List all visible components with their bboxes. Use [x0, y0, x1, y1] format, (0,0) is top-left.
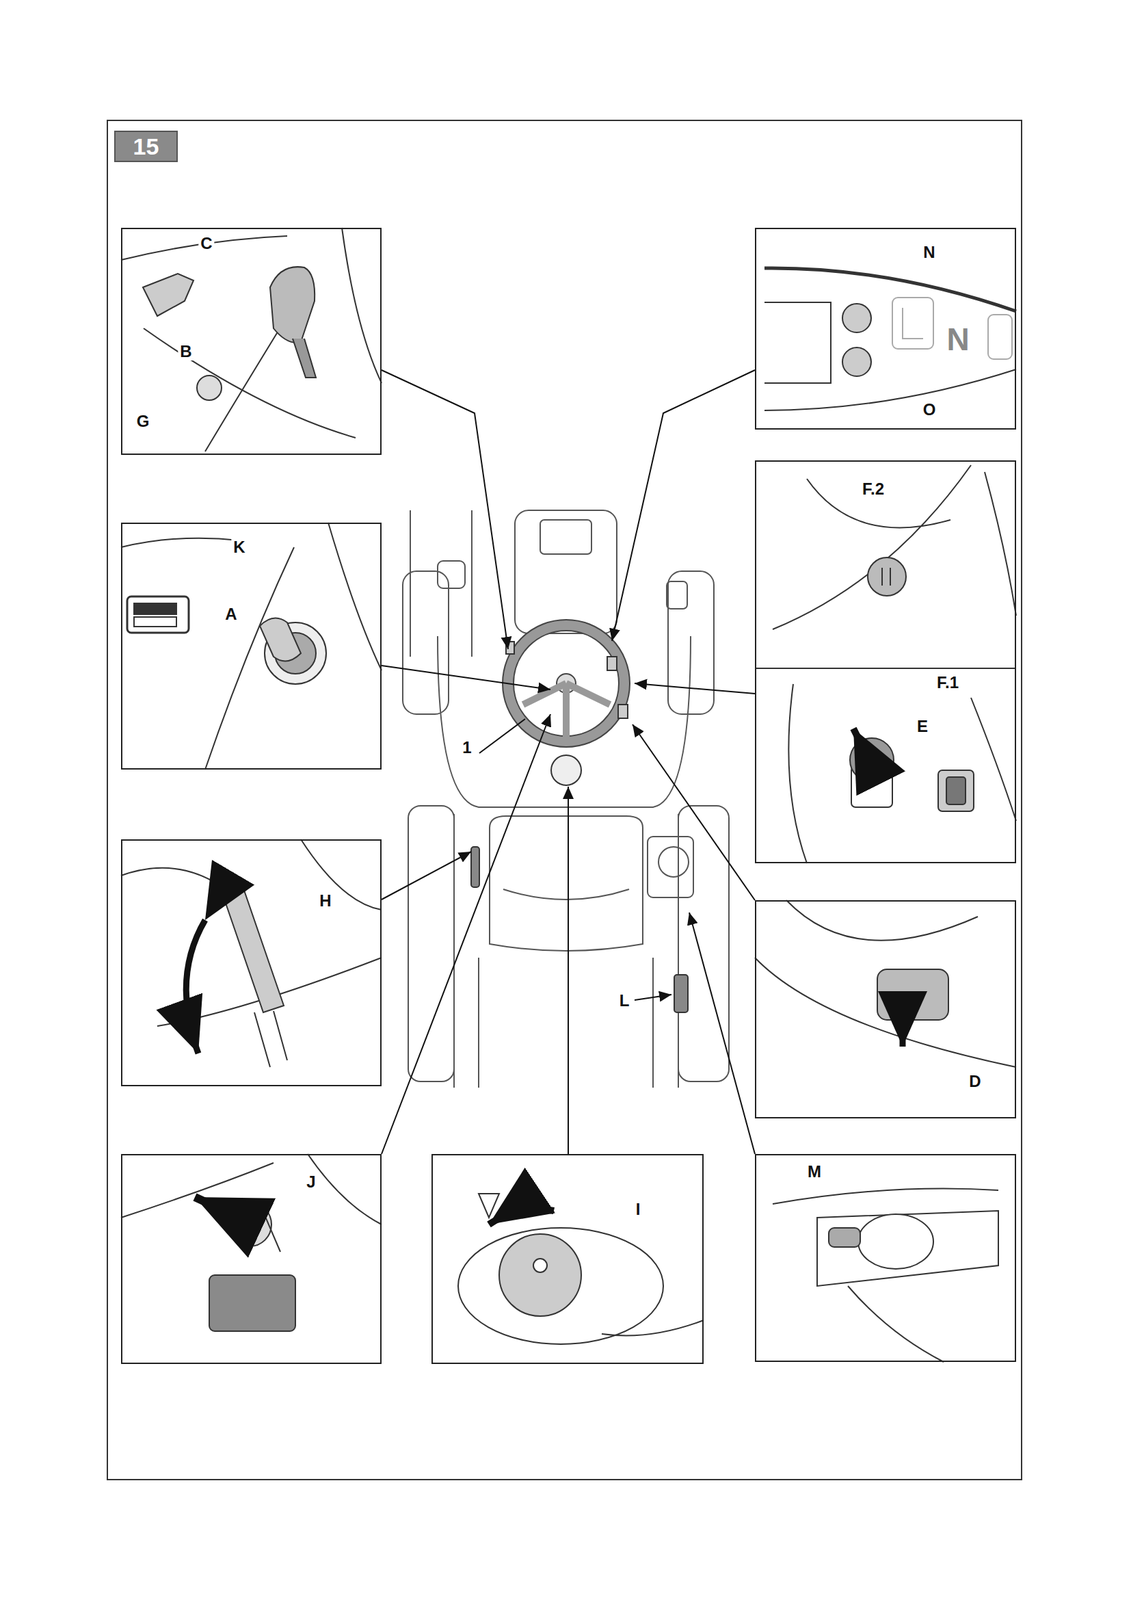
- knob: [551, 754, 582, 785]
- callout-letter: E: [914, 717, 930, 736]
- socket-detail: [772, 1188, 999, 1363]
- detail-panel: N N O: [754, 227, 1017, 430]
- control: [607, 656, 617, 671]
- switch-detail: [754, 464, 1017, 863]
- tractor-top-view: [402, 510, 729, 1088]
- steering-wheel-edge: [502, 619, 630, 747]
- steering-spokes: [523, 683, 610, 742]
- direction-arrow: [488, 1208, 554, 1225]
- callout-letter: D: [966, 1072, 983, 1090]
- detail-panel: C B G: [121, 227, 382, 455]
- detail-panel: KA: [121, 522, 382, 770]
- figure-number-box: 15: [114, 130, 178, 163]
- direction-arrow: [899, 1012, 907, 1047]
- direction-arrow: [194, 1196, 240, 1218]
- direction-arrow: [853, 728, 868, 756]
- callout-letter: K: [231, 538, 247, 556]
- dashboard-symbol: N: [944, 322, 971, 356]
- detail-panel: I: [431, 1153, 704, 1364]
- callout-letter: I: [633, 1200, 643, 1218]
- callout-letter: N: [921, 243, 937, 262]
- control: [618, 704, 628, 718]
- pedal-detail: [754, 899, 1017, 1067]
- leader-lines: [381, 369, 755, 1154]
- callout-letter: J: [304, 1172, 318, 1191]
- lever: [471, 846, 480, 887]
- cruise-knob-detail: [121, 1153, 382, 1331]
- figure-number: 15: [133, 133, 160, 161]
- steering-wheel: [508, 624, 625, 742]
- callout-letter: O: [921, 400, 939, 419]
- hint-arrow: [478, 1193, 500, 1218]
- callout-letter: F.1: [934, 673, 961, 692]
- dashboard-detail: [764, 268, 1017, 411]
- callout-letter: H: [317, 891, 334, 910]
- height-knob-detail: [458, 1227, 704, 1344]
- callout-letter: C: [198, 234, 215, 253]
- plug-part: [674, 974, 688, 1013]
- double-arrow: [185, 919, 206, 1054]
- pedal-detail: [121, 227, 382, 452]
- detail-panel: J: [121, 1153, 382, 1364]
- callout-letter: A: [222, 605, 239, 623]
- lever-detail: [121, 839, 382, 1067]
- ignition-detail: [121, 522, 382, 770]
- callout-number: L: [617, 991, 632, 1010]
- detail-panel: F.2F.1E: [754, 460, 1017, 863]
- callout-letter: M: [805, 1162, 824, 1181]
- detail-panel: D: [754, 899, 1017, 1119]
- callout-letter: F.2: [860, 480, 887, 498]
- detail-panel: H: [121, 839, 382, 1086]
- detail-panel: M: [754, 1153, 1017, 1362]
- page-frame: [107, 120, 1022, 1480]
- callout-letter: G: [134, 412, 152, 431]
- callout-letter: B: [177, 342, 194, 361]
- callout-number: 1: [460, 738, 474, 757]
